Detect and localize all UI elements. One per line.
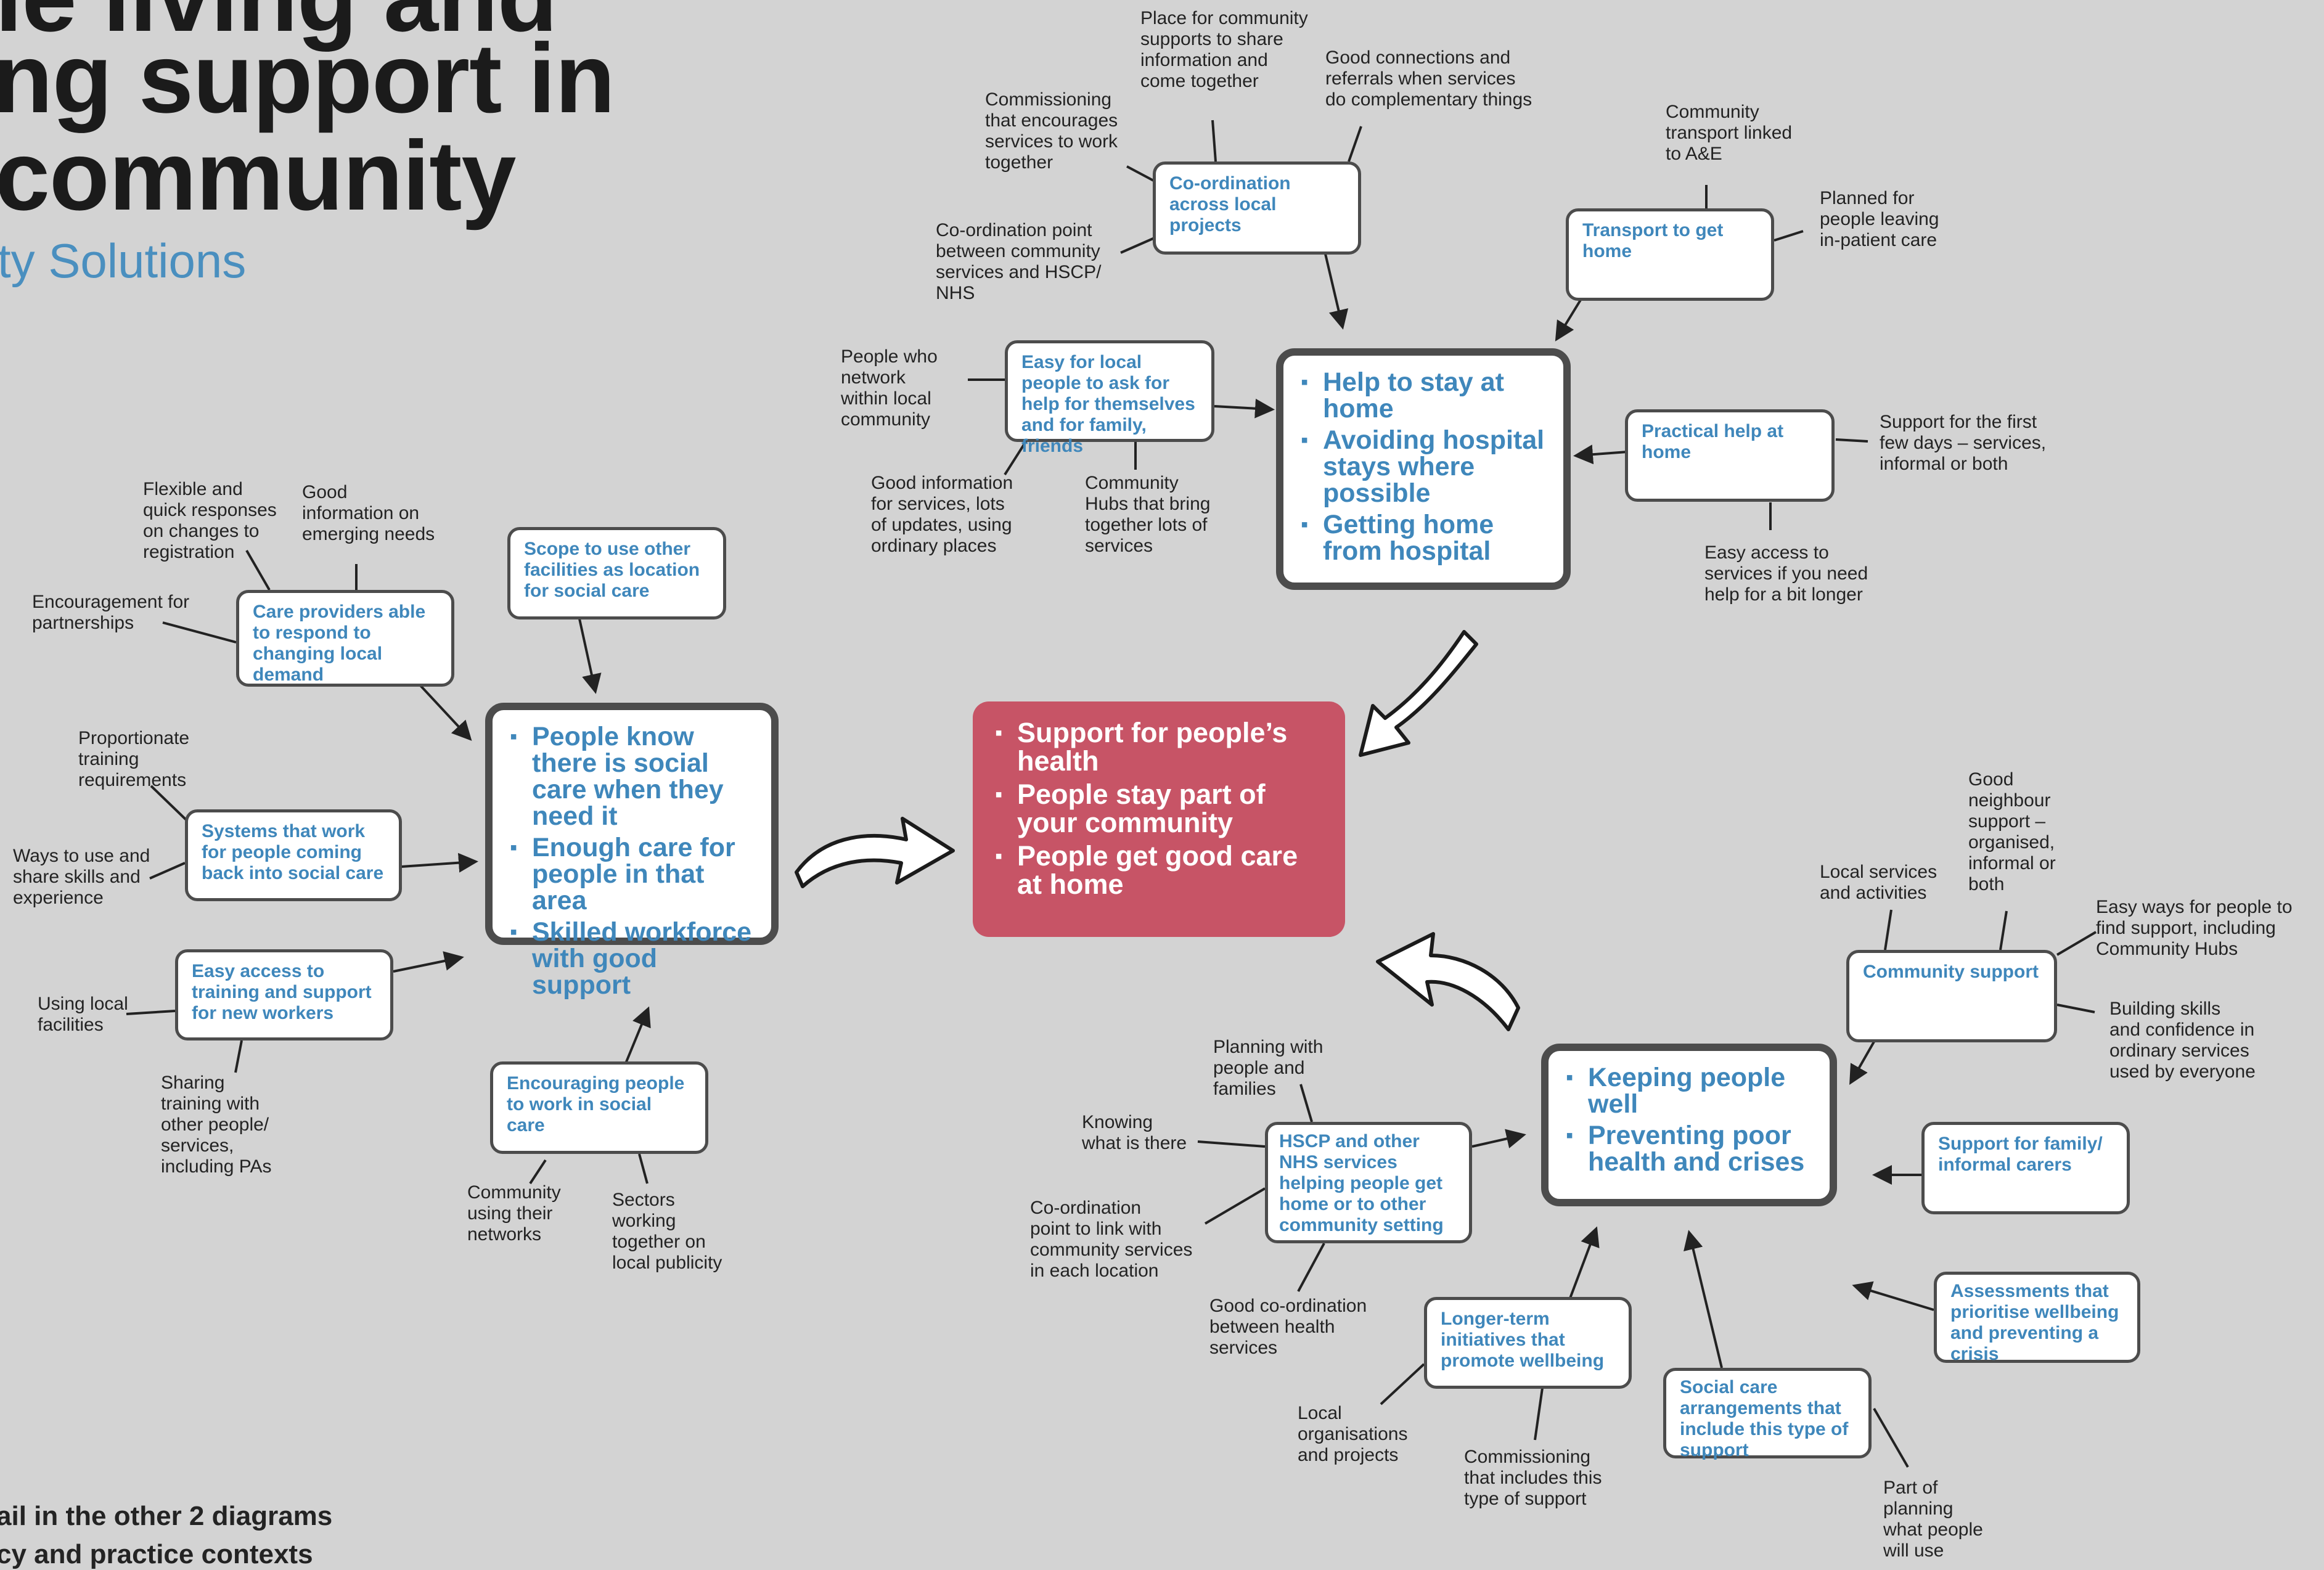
- box-scope-facilities: Scope to use other facilities as locatio…: [507, 527, 726, 619]
- note-local-orgs: Local organisations and projects: [1298, 1403, 1408, 1465]
- box-longer-term: Longer-term initiatives that promote wel…: [1424, 1297, 1632, 1389]
- hub-home: Help to stay at home Avoiding hospital s…: [1276, 348, 1571, 590]
- note-community-transport: Community transport linked to A&E: [1666, 102, 1793, 164]
- arrow-bottom-to-center-icon: [1376, 932, 1520, 1031]
- box-systems-back: Systems that work for people coming back…: [185, 809, 402, 901]
- hub-item: Preventing poor health and crises: [1566, 1122, 1812, 1175]
- box-practical-help: Practical help at home: [1625, 409, 1835, 502]
- outcome-item: Support for people’s health: [995, 719, 1323, 775]
- note-good-info-updates: Good information for services, lots of u…: [871, 473, 1013, 556]
- hub-item: Help to stay at home: [1301, 369, 1546, 422]
- arrow-top-to-center-icon: [1359, 630, 1478, 757]
- page-title-line-2: ng support in: [0, 23, 615, 133]
- note-coordination-point: Co-ordination point between community se…: [936, 220, 1102, 303]
- note-flexible: Flexible and quick responses on changes …: [143, 479, 277, 562]
- note-local-services: Local services and activities: [1820, 862, 1937, 903]
- box-easy-ask: Easy for local people to ask for help fo…: [1005, 340, 1214, 456]
- note-coordination-link: Co-ordination point to link with communi…: [1030, 1198, 1193, 1281]
- hub-item: Getting home from hospital: [1301, 512, 1546, 565]
- box-training-access: Easy access to training and support for …: [175, 949, 393, 1041]
- note-place-info: Place for community supports to share in…: [1140, 8, 1308, 91]
- page-title-line-1: le living and: [0, 0, 558, 46]
- hub-item: People know there is social care when th…: [510, 724, 754, 830]
- footer-line-2: cy and practice contexts: [0, 1539, 313, 1569]
- box-social-care-arrangements: Social care arrangements that include th…: [1663, 1368, 1872, 1460]
- hub-social-care: People know there is social care when th…: [485, 703, 779, 999]
- outcomes-center-box: Support for people’s health People stay …: [973, 701, 1345, 937]
- note-local-facilities: Using local facilities: [38, 994, 128, 1035]
- note-commissioning-includes: Commissioning that includes this type of…: [1464, 1447, 1602, 1509]
- note-people-network: People who network within local communit…: [841, 346, 938, 430]
- note-proportionate: Proportionate training requirements: [78, 728, 190, 790]
- box-assessments: Assessments that prioritise wellbeing an…: [1934, 1272, 2140, 1364]
- hub-item: Keeping people well: [1566, 1065, 1812, 1118]
- note-ways-skills: Ways to use and share skills and experie…: [13, 846, 150, 908]
- note-building-skills: Building skills and confidence in ordina…: [2109, 999, 2256, 1082]
- box-coordination: Co-ordination across local projects: [1153, 161, 1361, 255]
- note-easy-access-services: Easy access to services if you need help…: [1704, 542, 1868, 605]
- note-community-hubs: Community Hubs that bring together lots …: [1085, 473, 1211, 556]
- note-community-networks: Community using their networks: [467, 1182, 561, 1245]
- outcome-item: People stay part of your community: [995, 780, 1323, 837]
- hub-item: Enough care for people in that area: [510, 835, 754, 914]
- hub-item: Avoiding hospital stays where possible: [1301, 427, 1546, 507]
- note-good-info-needs: Good information on emerging needs: [302, 482, 435, 544]
- note-sharing-training: Sharing training with other people/ serv…: [161, 1073, 272, 1177]
- note-good-coordination-health: Good co-ordination between health servic…: [1209, 1296, 1367, 1358]
- note-commissioning-encourages: Commissioning that encourages services t…: [985, 89, 1118, 173]
- box-care-providers: Care providers able to respond to changi…: [236, 590, 454, 687]
- note-first-days: Support for the first few days – service…: [1880, 412, 2047, 474]
- box-community-support: Community support: [1846, 950, 2057, 1042]
- box-family-carers: Support for family/ informal carers: [1921, 1122, 2130, 1214]
- note-part-of-planning: Part of planning what people will use: [1883, 1478, 1983, 1561]
- box-hscp: HSCP and other NHS services helping peop…: [1265, 1122, 1472, 1243]
- note-planning-with: Planning with people and families: [1213, 1037, 1324, 1099]
- footer-line-1: ail in the other 2 diagrams: [0, 1501, 333, 1531]
- note-encouragement: Encouragement for partnerships: [32, 592, 190, 633]
- hub-wellbeing: Keeping people well Preventing poor heal…: [1541, 1044, 1837, 1206]
- note-good-neighbour: Good neighbour support – organised, info…: [1968, 769, 2056, 894]
- page-subtitle: ty Solutions: [0, 234, 247, 288]
- note-good-connections: Good connections and referrals when serv…: [1325, 47, 1532, 110]
- hub-item: Skilled workforce with good support: [510, 919, 754, 999]
- arrow-left-to-center-icon: [795, 817, 955, 888]
- box-encouraging-work: Encouraging people to work in social car…: [490, 1061, 708, 1154]
- note-planned: Planned for people leaving in-patient ca…: [1820, 188, 1939, 250]
- outcome-item: People get good care at home: [995, 842, 1323, 899]
- note-sectors: Sectors working together on local public…: [612, 1190, 722, 1273]
- note-knowing: Knowing what is there: [1082, 1112, 1187, 1153]
- page-title-line-3: community: [0, 120, 516, 231]
- box-transport: Transport to get home: [1566, 208, 1774, 301]
- note-easy-ways: Easy ways for people to find support, in…: [2096, 897, 2293, 959]
